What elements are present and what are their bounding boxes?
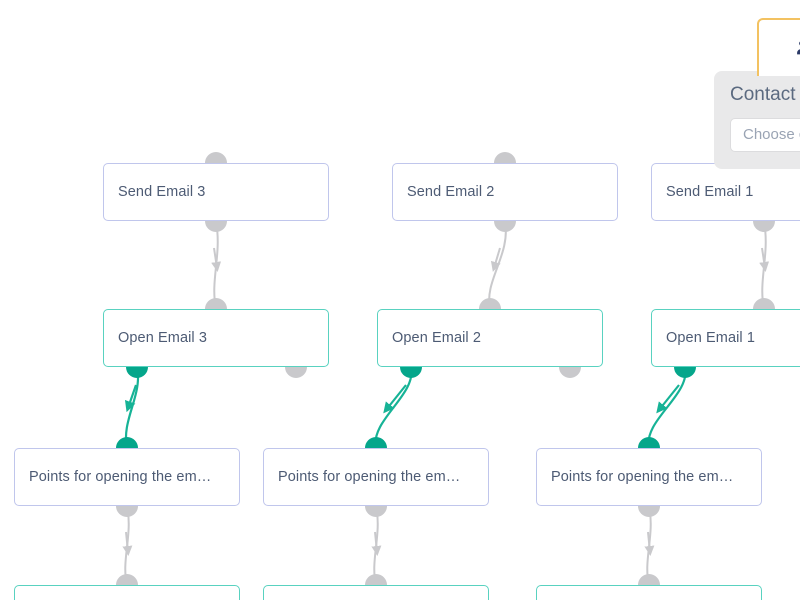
node-points-open-1[interactable]: Points for opening the em… <box>536 448 762 506</box>
edge-send2-open2 <box>488 220 507 310</box>
edge-open1-points1 <box>647 366 687 449</box>
edge-points3-next3-arrow <box>122 531 133 556</box>
edge-send3-open3-arrow <box>211 247 222 272</box>
node-send-email-1[interactable]: Send Email 1 <box>651 163 800 221</box>
edge-send2-open2-arrow <box>490 247 501 272</box>
contact-tab[interactable] <box>757 18 800 76</box>
node-open-email-3[interactable]: Open Email 3 <box>103 309 329 367</box>
node-send-email-3[interactable]: Send Email 3 <box>103 163 329 221</box>
edge-points1-next1-arrow <box>644 531 655 556</box>
node-label: Points for opening the em… <box>29 469 212 485</box>
edge-send1-open1-arrow <box>759 247 770 272</box>
edge-send3-open3 <box>213 220 219 310</box>
users-group-icon <box>796 37 800 59</box>
node-label: Points for opening the em… <box>278 469 461 485</box>
node-send-email-2[interactable]: Send Email 2 <box>392 163 618 221</box>
node-next-step-3[interactable] <box>14 585 240 600</box>
contact-select-placeholder: Choose contact <box>743 126 800 144</box>
node-label: Open Email 3 <box>118 330 208 346</box>
contact-panel: Contact Choose contact <box>714 71 800 169</box>
edge-open3-points3-arrow <box>124 384 138 413</box>
node-next-step-1[interactable] <box>536 585 762 600</box>
node-label: Open Email 2 <box>392 330 482 346</box>
edge-points2-next2-arrow <box>371 531 382 556</box>
edge-send1-open1 <box>761 220 767 310</box>
node-label: Send Email 1 <box>666 184 754 200</box>
node-open-email-2[interactable]: Open Email 2 <box>377 309 603 367</box>
edge-open2-points2 <box>374 366 413 449</box>
node-label: Points for opening the em… <box>551 469 734 485</box>
edge-open2-points2-arrow <box>383 384 407 414</box>
contact-select-input[interactable]: Choose contact <box>730 117 800 152</box>
node-points-open-3[interactable]: Points for opening the em… <box>14 448 240 506</box>
node-next-step-2[interactable] <box>263 585 489 600</box>
node-points-open-2[interactable]: Points for opening the em… <box>263 448 489 506</box>
node-label: Send Email 3 <box>118 184 206 200</box>
edge-open1-points1-arrow <box>656 384 680 414</box>
node-label: Open Email 1 <box>666 330 756 346</box>
edge-open3-points3 <box>124 366 140 449</box>
contact-panel-title: Contact <box>730 84 796 105</box>
node-open-email-1[interactable]: Open Email 1 <box>651 309 800 367</box>
node-label: Send Email 2 <box>407 184 495 200</box>
